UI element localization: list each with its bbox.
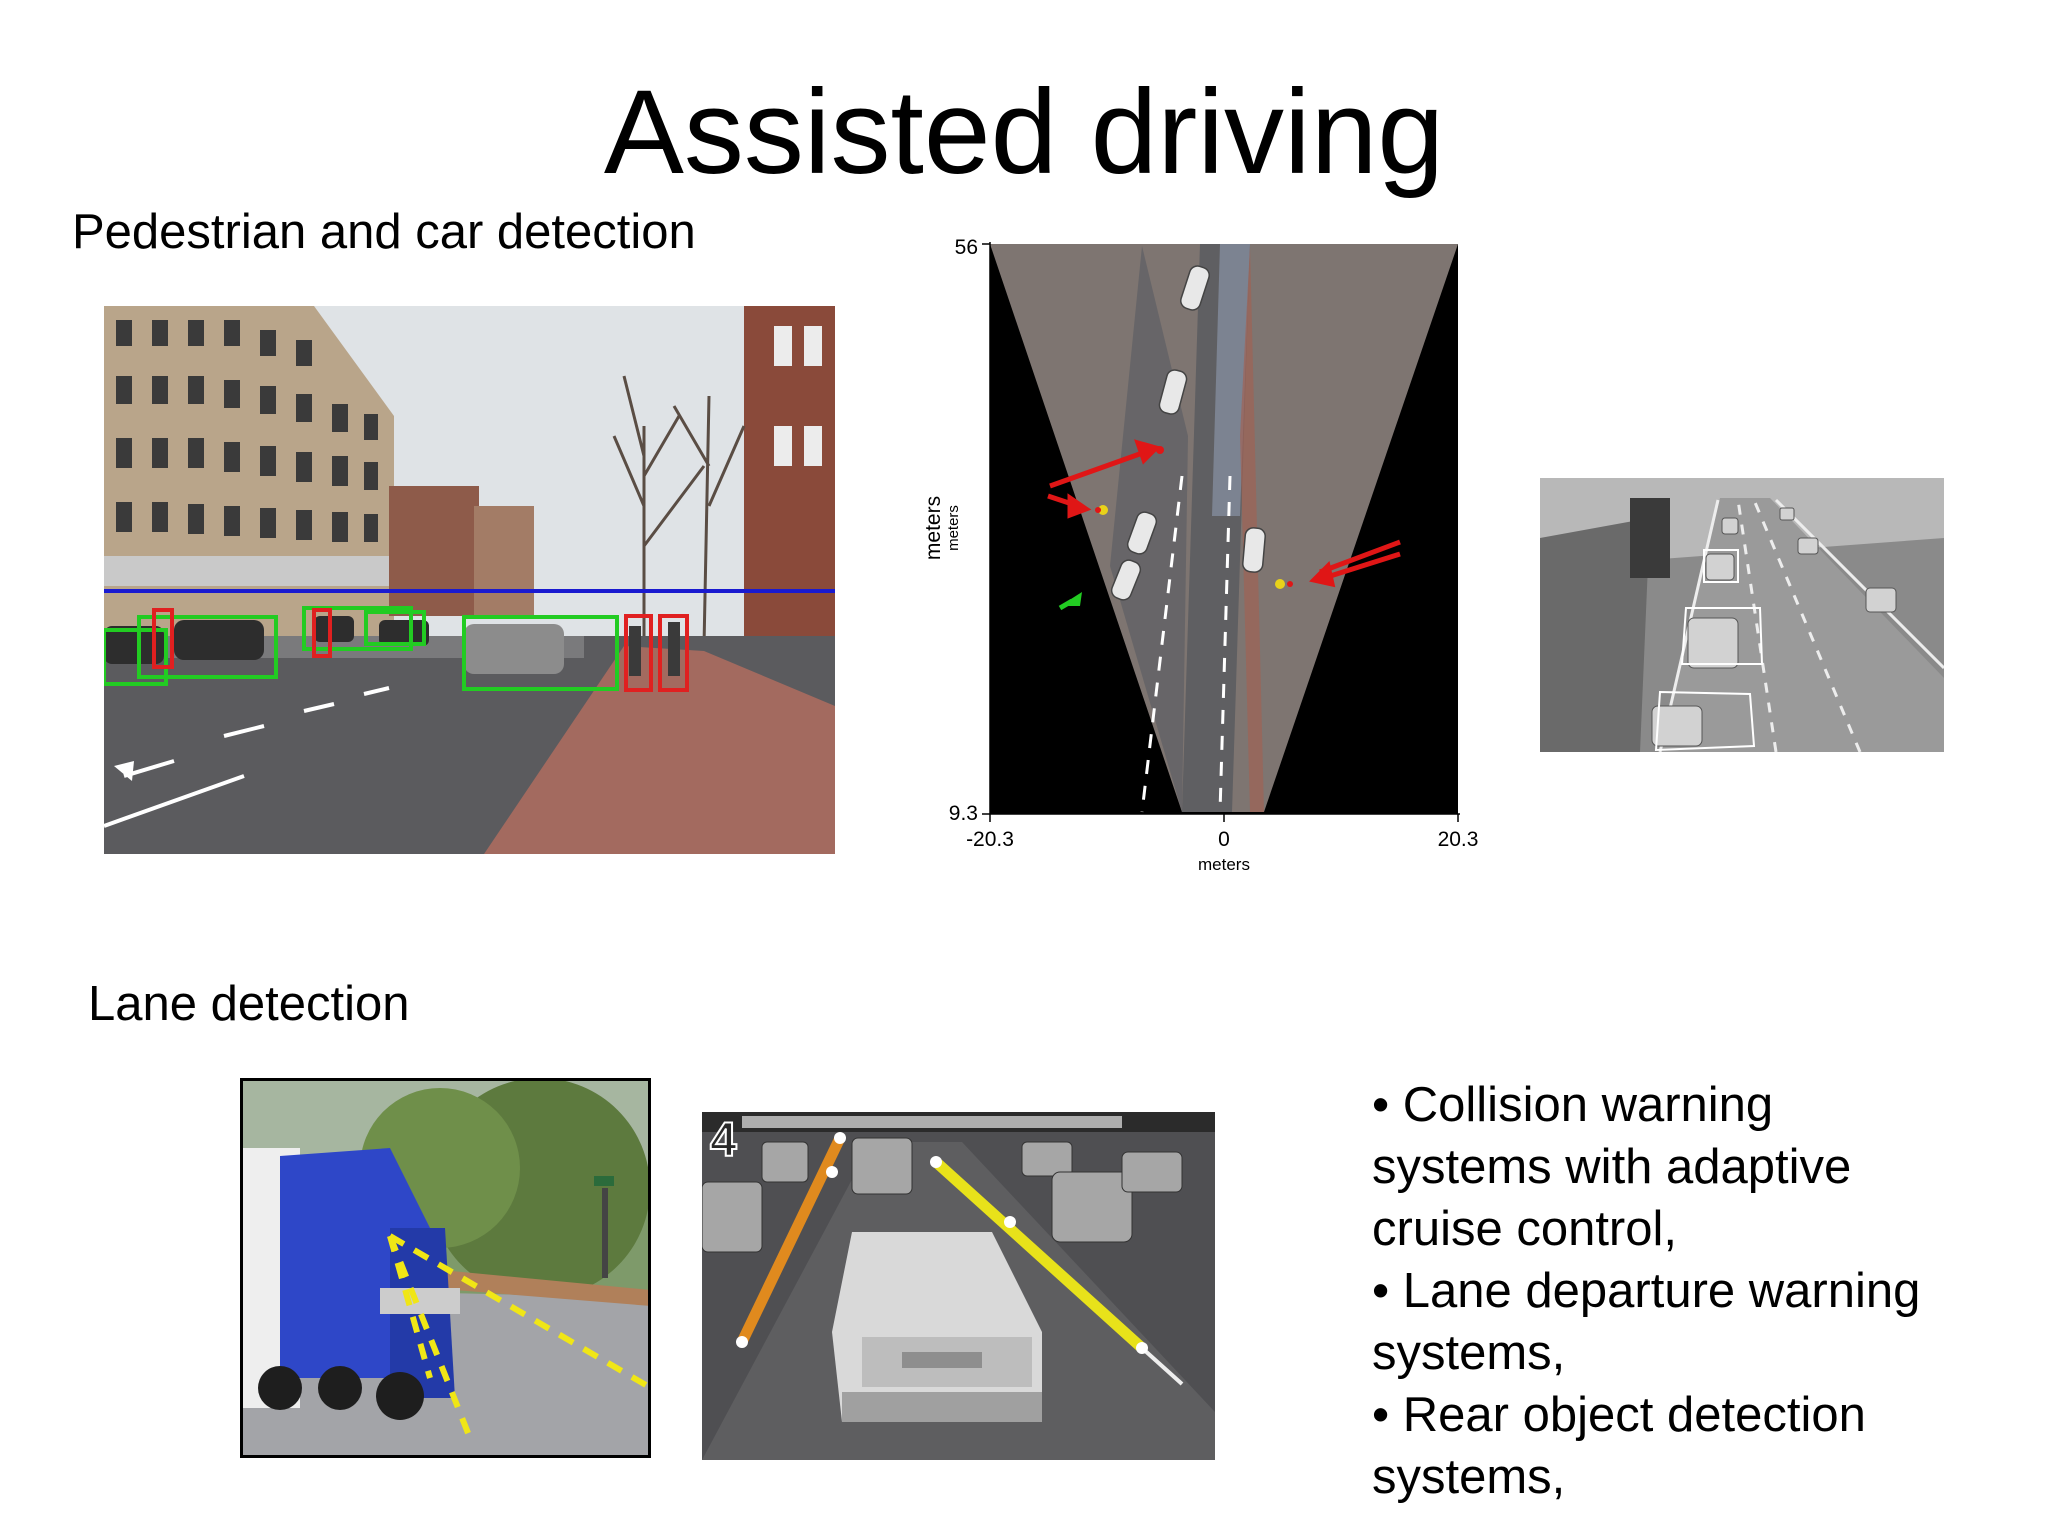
y-axis-label-small: meters xyxy=(945,505,962,551)
right-lane-marker xyxy=(932,1157,1146,1353)
y-axis-top-tick: 56 xyxy=(955,236,978,259)
y-axis-bottom-tick: 9.3 xyxy=(949,802,978,825)
lane-tracking-image: 4 xyxy=(702,1112,1215,1460)
slide-title: Assisted driving xyxy=(603,65,1445,199)
truck-lane-detection-image xyxy=(240,1078,651,1458)
application-bullet-list: • Collision warning systems with adaptiv… xyxy=(1372,1074,1920,1508)
frame-number: 4 xyxy=(710,1114,737,1167)
x-axis-left-tick: -20.3 xyxy=(966,828,1014,851)
bullet-lane-departure-line2: systems, xyxy=(1372,1326,1566,1380)
x-axis-mid-tick: 0 xyxy=(1218,828,1230,851)
street-detection-image xyxy=(104,306,835,854)
bullet-collision-line1: • Collision warning xyxy=(1372,1078,1774,1132)
section-heading-lane: Lane detection xyxy=(88,977,410,1031)
birdseye-view-plot: 56 9.3 -20.3 0 20.3 meters meters meters xyxy=(922,236,1479,874)
highway-car-detection-image xyxy=(1540,478,1944,752)
y-axis-label: meters xyxy=(922,496,945,560)
bullet-lane-departure-line1: • Lane departure warning xyxy=(1372,1264,1921,1318)
x-axis-right-tick: 20.3 xyxy=(1438,828,1479,851)
section-heading-pedestrian: Pedestrian and car detection xyxy=(72,205,696,259)
vehicle-detection-boxes xyxy=(1654,549,1764,752)
bullet-collision-line3: cruise control, xyxy=(1372,1202,1678,1256)
car-detection-boxes xyxy=(104,606,619,691)
pedestrian-detection-boxes xyxy=(152,608,689,692)
bullet-collision-line2: systems with adaptive xyxy=(1372,1140,1852,1194)
bullet-rear-object-line2: systems, xyxy=(1372,1450,1566,1504)
left-lane-marker xyxy=(737,1135,845,1345)
bullet-rear-object-line1: • Rear object detection xyxy=(1372,1388,1866,1442)
x-axis-label: meters xyxy=(1198,855,1250,874)
